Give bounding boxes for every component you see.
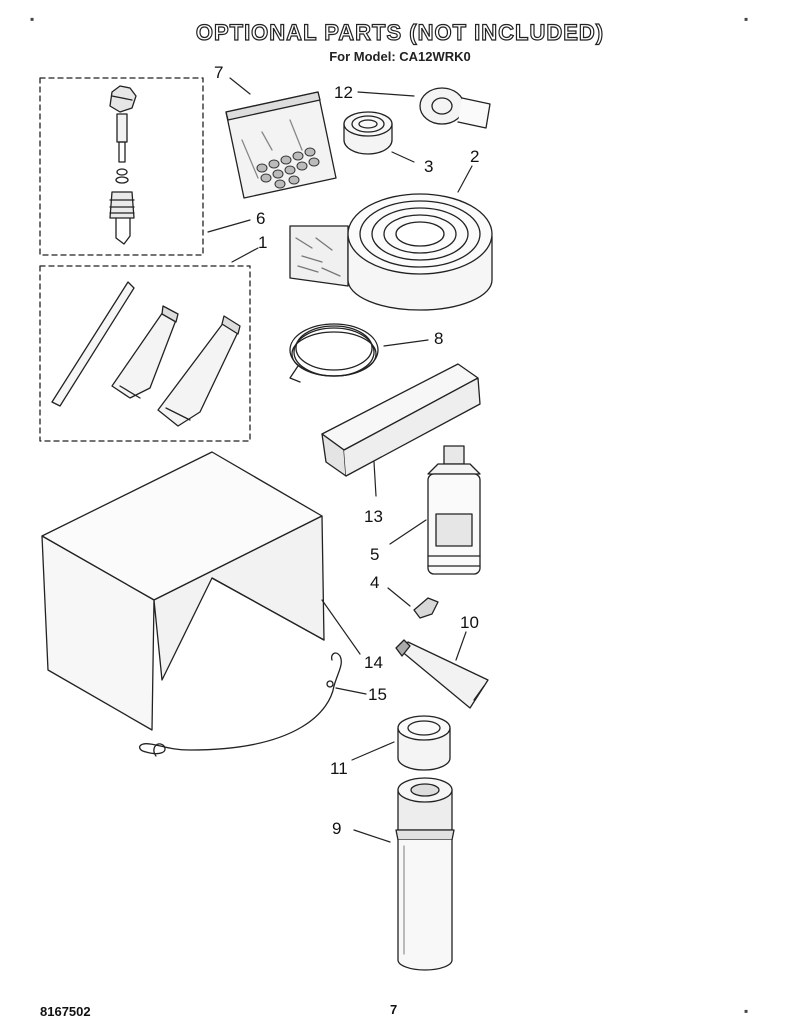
callout-13: 13: [364, 507, 383, 526]
leader-6: [207, 219, 251, 233]
leader-1: [231, 247, 259, 263]
part-13-foam-bar: [321, 363, 481, 477]
leader-9: [353, 829, 391, 843]
corner-mark-right: ▪: [744, 12, 749, 26]
callout-14: 14: [364, 653, 383, 672]
leader-3: [391, 151, 415, 163]
model-subtitle: For Model: CA12WRK0: [329, 49, 471, 64]
callout-8: 8: [434, 329, 443, 348]
part-7-screw-bag: [225, 91, 337, 199]
page-number: 7: [390, 1002, 398, 1017]
leader-13: [373, 461, 377, 497]
part-11-small-roll: [397, 715, 451, 771]
part-6-valve-assembly: [39, 77, 204, 256]
callout-5: 5: [370, 545, 379, 564]
leader-12: [357, 91, 415, 97]
callout-6: 6: [256, 209, 265, 228]
part-2-insulation-roll: [289, 193, 493, 311]
callout-10: 10: [460, 613, 479, 632]
part-15-cord: [139, 652, 342, 757]
callout-3: 3: [424, 157, 433, 176]
part-10-small-tube: [395, 639, 489, 709]
part-12-tape-roll: [419, 87, 491, 129]
callout-labels: 1 2 3 4 5 6 7 8 9 10 11 12 13 14 15: [214, 63, 479, 838]
part-4-small-cap: [413, 597, 439, 619]
callout-2: 2: [470, 147, 479, 166]
callout-15: 15: [368, 685, 387, 704]
page-title: OPTIONAL PARTS (NOT INCLUDED): [195, 19, 605, 45]
callout-12: 12: [334, 83, 353, 102]
part-1-tubes: [39, 265, 251, 442]
part-9-spray-can: [395, 777, 455, 971]
part-3-small-tape-roll: [343, 111, 393, 155]
corner-mark-bottom-right: ▪: [744, 1004, 749, 1018]
callout-1: 1: [258, 233, 267, 252]
callout-9: 9: [332, 819, 341, 838]
leader-7: [229, 77, 251, 95]
leader-lines: [207, 77, 473, 843]
part-14-cover: [41, 451, 325, 731]
callout-11: 11: [330, 759, 348, 778]
leader-15: [335, 687, 367, 695]
callout-7: 7: [214, 63, 223, 82]
leader-11: [351, 741, 395, 761]
leader-10: [455, 631, 467, 661]
leader-5: [389, 519, 427, 545]
document-number: 8167502: [40, 1004, 91, 1019]
corner-mark-left: ▪: [30, 12, 35, 26]
leader-2: [457, 165, 473, 193]
part-5-bottle: [427, 445, 481, 575]
leader-14: [321, 599, 361, 655]
part-8-wire-coil: [289, 323, 379, 383]
callout-4: 4: [370, 573, 379, 592]
leader-4: [387, 587, 411, 607]
leader-8: [383, 339, 429, 347]
